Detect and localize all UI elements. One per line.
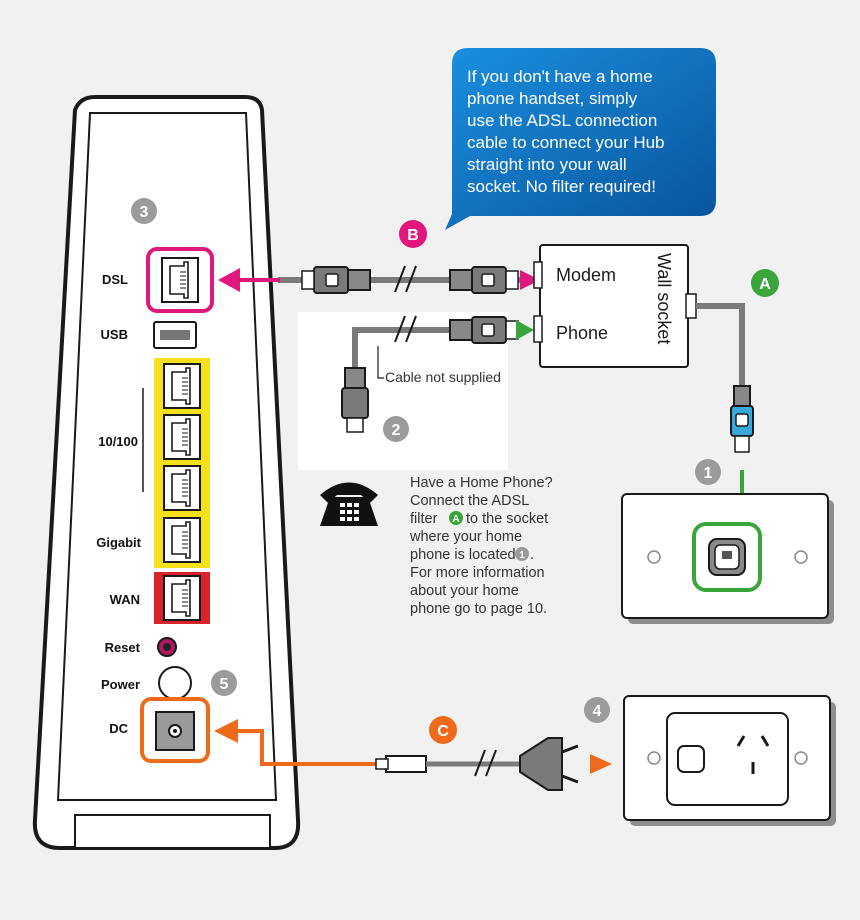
home-phone-note: Have a Home Phone? Connect the ADSL filt… — [409, 475, 557, 617]
svg-text:B: B — [407, 227, 419, 244]
power-cable — [375, 737, 612, 791]
tooltip-line: If you don't have a home — [467, 67, 653, 86]
svg-text:1: 1 — [519, 550, 525, 561]
svg-text:3: 3 — [140, 204, 149, 221]
step-b-badge: B — [399, 220, 427, 248]
usb-label: USB — [101, 327, 128, 342]
cable-note: Cable not supplied — [385, 369, 501, 385]
filter-modem-label: Modem — [556, 265, 616, 285]
phone-cable-area: Cable not supplied — [298, 312, 534, 470]
dc-arrow — [214, 719, 385, 766]
svg-text:Have a Home Phone? Conne: Have a Home Phone? Connect the ADSL filt… — [409, 475, 557, 617]
dsl-label: DSL — [102, 272, 128, 287]
reset-button: Reset — [105, 637, 177, 657]
tooltip-line: cable to connect your Hub — [467, 133, 665, 152]
power-button: Power — [101, 666, 192, 700]
step-2-badge: 2 — [383, 416, 409, 442]
inline-badge-1: 1 — [515, 547, 529, 561]
tooltip-line: straight into your wall — [467, 155, 627, 174]
filter-cable — [696, 303, 754, 520]
svg-text:1: 1 — [704, 465, 713, 482]
power-label: Power — [101, 677, 140, 692]
filter-phone-label: Phone — [556, 323, 608, 343]
power-wall-outlet — [623, 695, 836, 826]
usb-port: USB — [101, 321, 197, 349]
lan-label: 10/100 — [98, 434, 138, 449]
svg-text:4: 4 — [593, 703, 602, 720]
step-5-badge: 5 — [211, 670, 237, 696]
adsl-cable — [278, 265, 540, 294]
svg-text:5: 5 — [220, 676, 229, 693]
telephone-icon — [320, 482, 378, 526]
tooltip-line: phone handset, simply — [467, 89, 638, 108]
inline-badge-a: A — [449, 511, 463, 525]
step-a-badge: A — [751, 269, 779, 297]
svg-text:If you don't have a home: If you don't have a home phone handset, … — [467, 67, 669, 196]
tooltip-line: use the ADSL connection — [467, 111, 657, 130]
gigabit-label: Gigabit — [96, 535, 141, 550]
tooltip-bubble: If you don't have a home phone handset, … — [445, 48, 716, 230]
svg-text:2: 2 — [392, 422, 401, 439]
dsl-arrow — [218, 268, 280, 292]
phone-wall-socket — [621, 493, 834, 624]
adsl-filter: Modem Phone Wall socket — [533, 244, 697, 368]
wan-port: WAN — [110, 572, 210, 624]
svg-text:A: A — [759, 276, 771, 293]
wall-socket-label: Wall socket — [654, 253, 674, 344]
reset-label: Reset — [105, 640, 141, 655]
step-1-badge: 1 — [695, 459, 721, 485]
step-c-badge: C — [429, 716, 457, 744]
tooltip-line: socket. No filter required! — [467, 177, 656, 196]
wan-label: WAN — [110, 592, 140, 607]
dc-port: DC — [109, 697, 210, 763]
dc-label: DC — [109, 721, 128, 736]
step-4-badge: 4 — [584, 697, 610, 723]
lan-ports: 10/100 Gigabit — [96, 358, 210, 568]
svg-text:A: A — [452, 514, 459, 525]
dsl-port: DSL — [102, 247, 214, 313]
step-3-badge: 3 — [131, 198, 157, 224]
svg-text:C: C — [437, 723, 449, 740]
